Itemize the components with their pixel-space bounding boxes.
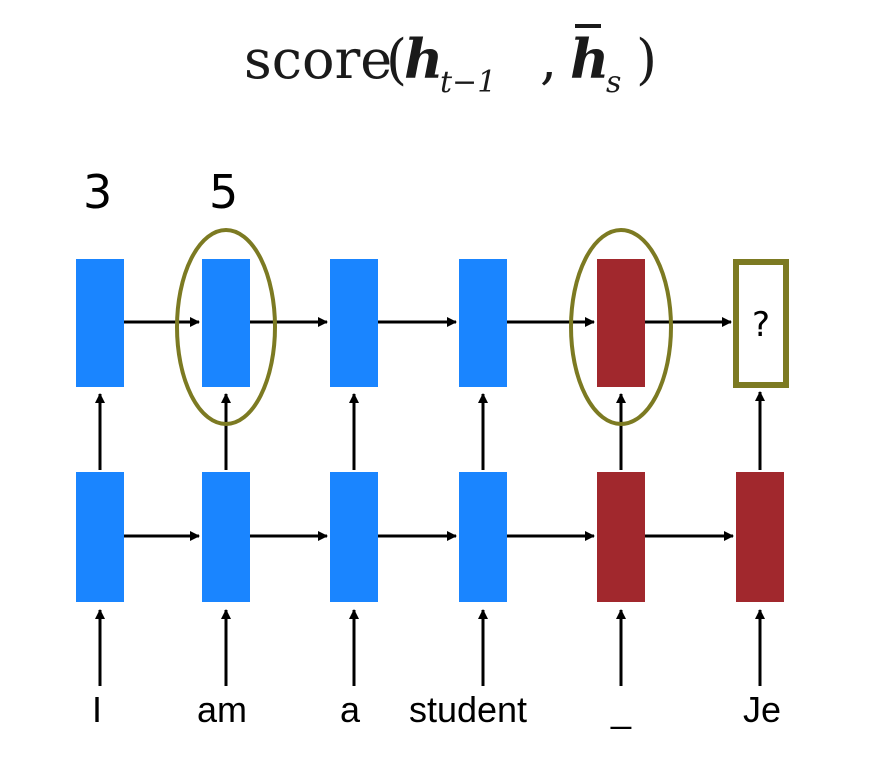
word-5: _: [610, 689, 632, 730]
encoder-block-bottom-3: [330, 472, 378, 602]
encoder-block-top-4: [459, 259, 507, 387]
input-words: I am a student _ Je: [92, 689, 781, 730]
formula-arg1-base: h: [404, 27, 443, 91]
encoder-block-bottom-1: [76, 472, 124, 602]
formula-arg2-base: h: [570, 27, 609, 91]
formula-comma: ,: [540, 28, 557, 91]
decoder-block-bottom-2: [736, 472, 784, 602]
score-2: 5: [209, 165, 238, 219]
decoder-block-top-1: [597, 259, 645, 387]
encoder-block-top-3: [330, 259, 378, 387]
formula-arg1-sub: t−1: [440, 65, 496, 100]
top-layer: ?: [76, 259, 789, 388]
word-4: student: [409, 689, 527, 730]
formula-func: score: [244, 28, 392, 91]
layer-arrows: [95, 391, 765, 470]
encoder-block-top-2: [202, 259, 250, 387]
formula-arg2-sub: s: [606, 65, 621, 100]
word-3: a: [340, 689, 361, 730]
word-6: Je: [743, 689, 781, 730]
encoder-block-bottom-4: [459, 472, 507, 602]
next-token-placeholder: ?: [752, 305, 770, 345]
formula-bar: [575, 24, 601, 28]
word-1: I: [92, 689, 102, 730]
bottom-layer: [76, 472, 784, 602]
encoder-block-top-1: [76, 259, 124, 387]
word-2: am: [197, 689, 247, 730]
formula-open-paren: (: [386, 28, 407, 91]
formula-close-paren: ): [636, 28, 657, 91]
highlight-ellipse-source: [175, 228, 277, 426]
highlight-ellipse-target: [569, 228, 673, 426]
score-formula: score ( h t−1 , h s ): [244, 24, 657, 100]
score-1: 3: [83, 165, 112, 219]
encoder-block-bottom-2: [202, 472, 250, 602]
decoder-block-bottom-1: [597, 472, 645, 602]
input-arrows: [95, 609, 765, 686]
next-token-box: [733, 259, 789, 388]
